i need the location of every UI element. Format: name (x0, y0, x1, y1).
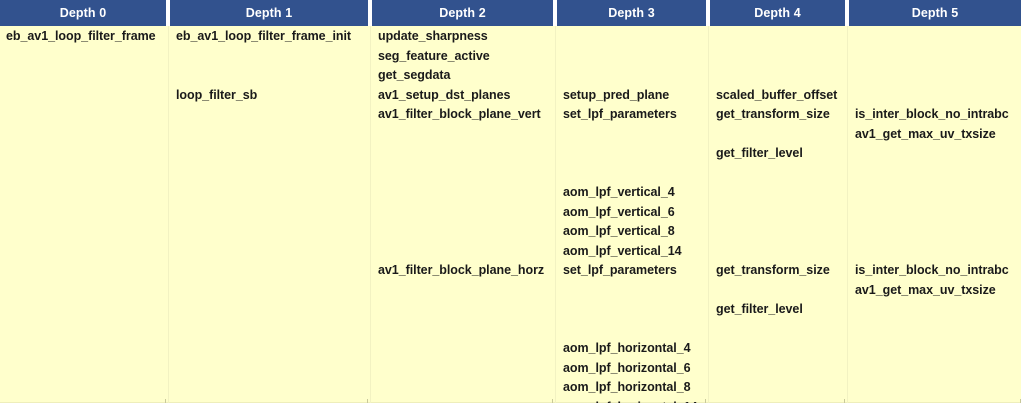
table-body: eb_av1_loop_filter_frame eb_av1_loop_filt… (0, 26, 1021, 403)
column-separator-1 (168, 26, 169, 403)
column-header-depth-2[interactable]: Depth 2 (372, 0, 553, 26)
table-cell: loop_filter_sb (176, 87, 258, 102)
table-cell: av1_filter_block_plane_horz (378, 263, 545, 277)
table-cell: setup_pred_plane (563, 87, 670, 102)
column-tick-0 (165, 399, 166, 403)
table-cell: is_inter_block_no_intrabc (855, 263, 1009, 277)
table-cell: aom_lpf_vertical_6 (563, 204, 675, 219)
column-separator-4 (708, 26, 709, 403)
column-separator-2 (370, 26, 371, 403)
table-cell: av1_setup_dst_planes (378, 87, 511, 102)
table-cell: eb_av1_loop_filter_frame (6, 29, 156, 43)
table-cell: aom_lpf_horizontal_6 (563, 360, 691, 375)
column-header-depth-0[interactable]: Depth 0 (0, 0, 166, 26)
table-cell: av1_get_max_uv_txsize (855, 282, 996, 297)
table-cell: get_segdata (378, 68, 451, 82)
table-cell: aom_lpf_vertical_4 (563, 185, 675, 199)
table-cell: is_inter_block_no_intrabc (855, 107, 1009, 121)
table-cell: get_filter_level (716, 146, 803, 160)
column-header-depth-1[interactable]: Depth 1 (170, 0, 368, 26)
table-cell: av1_get_max_uv_txsize (855, 126, 996, 141)
table-cell: aom_lpf_horizontal_8 (563, 380, 691, 394)
column-tick-1 (367, 399, 368, 403)
column-header-depth-4[interactable]: Depth 4 (710, 0, 845, 26)
column-tick-4 (844, 399, 845, 403)
table-cell: aom_lpf_horizontal_4 (563, 341, 691, 355)
table-cell: aom_lpf_vertical_8 (563, 224, 675, 238)
table-cell: set_lpf_parameters (563, 263, 677, 277)
table-cell: seg_feature_active (378, 48, 490, 63)
table-cell: aom_lpf_vertical_14 (563, 243, 682, 258)
table-cell: aom_lpf_horizontal_14 (563, 398, 706, 403)
table-cell: eb_av1_loop_filter_frame_init (176, 29, 352, 43)
table-cell: get_filter_level (716, 302, 803, 316)
column-separator-3 (555, 26, 556, 403)
column-tick-3 (705, 399, 706, 403)
table-cell: get_transform_size (716, 263, 830, 277)
column-header-depth-5[interactable]: Depth 5 (849, 0, 1021, 26)
column-header-depth-3[interactable]: Depth 3 (557, 0, 706, 26)
table-cell: update_sharpness (378, 29, 488, 43)
table-cell: set_lpf_parameters (563, 107, 677, 121)
table-cell: av1_filter_block_plane_vert (378, 107, 541, 121)
table-cell: scaled_buffer_offset (716, 87, 838, 102)
column-separator-5 (847, 26, 848, 403)
table-cell: get_transform_size (716, 107, 830, 121)
column-tick-2 (552, 399, 553, 403)
